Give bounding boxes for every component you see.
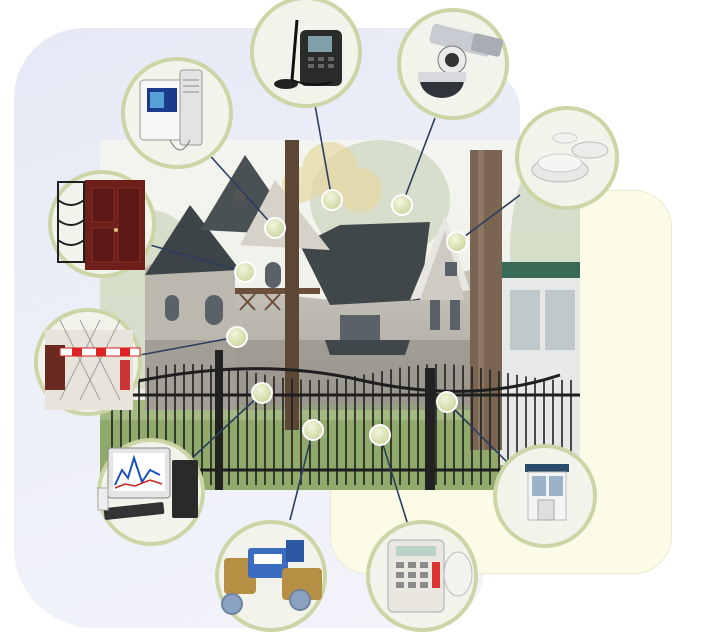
markers [226, 189, 468, 446]
dome-camera-icon [418, 23, 504, 98]
marker-intercom [264, 217, 286, 239]
barrier-gate-icon [45, 319, 141, 410]
computer-monitor-icon [97, 447, 198, 520]
connector-lines [139, 104, 521, 526]
water-meter-icon [221, 540, 322, 615]
smoke-detector-callout [515, 106, 619, 210]
barrier-gate-callout [34, 308, 142, 416]
marker-camera [391, 194, 413, 216]
alarm-panel-callout [366, 520, 478, 632]
gsm-phone-icon [274, 19, 342, 89]
monitoring-pc-callout [97, 438, 205, 546]
marker-booth [436, 391, 458, 413]
marker-smoke [446, 231, 468, 253]
smoke-detector-icon [531, 132, 609, 183]
intercom-callout [121, 57, 233, 169]
steel-door-callout [48, 170, 156, 278]
marker-barrier [226, 326, 248, 348]
marker-door [234, 261, 256, 283]
guard-booth-icon [525, 464, 569, 521]
steel-door-icon [57, 180, 145, 270]
marker-meter [302, 419, 324, 441]
gsm-phone-callout [250, 0, 362, 108]
alarm-keypad-icon [387, 539, 473, 613]
marker-gsm [321, 189, 343, 211]
water-meter-callout [215, 520, 327, 632]
guard-booth-callout [493, 444, 597, 548]
cctv-camera-callout [397, 8, 509, 120]
marker-pc [251, 382, 273, 404]
video-intercom-icon [139, 69, 203, 151]
marker-alarm [369, 424, 391, 446]
